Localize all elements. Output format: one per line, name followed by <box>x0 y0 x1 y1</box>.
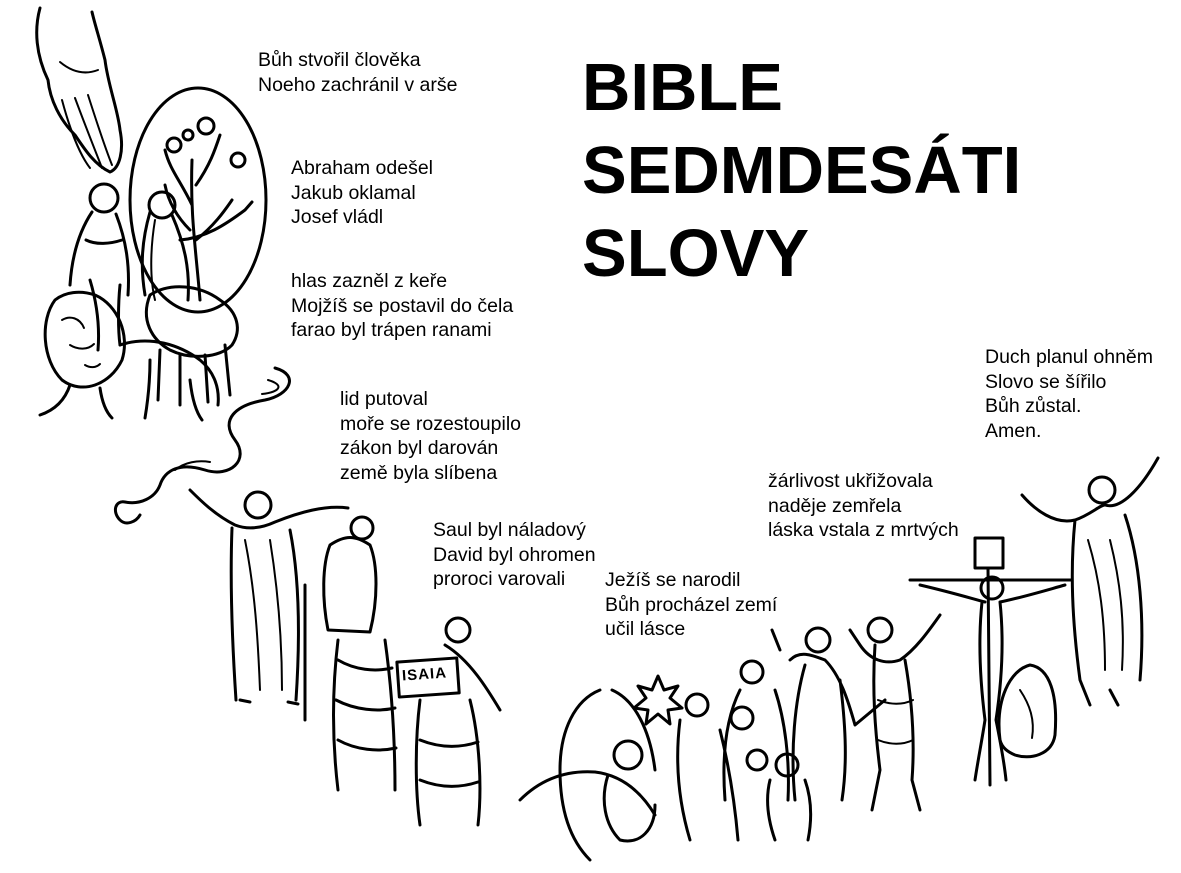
teacher-icon <box>770 626 887 802</box>
hand-of-god-icon <box>35 6 124 174</box>
stanza-line: Noeho zachránil v arše <box>258 73 458 96</box>
tree-icon <box>128 86 268 314</box>
stanza-line: Abraham odešel <box>291 157 434 179</box>
mary-child-icon <box>518 688 657 862</box>
stanza-line: moře se rozestoupilo <box>340 412 522 435</box>
title-line-1: BIBLE <box>582 50 783 125</box>
stanza-line: Ježíš se narodil <box>605 569 741 591</box>
stanza-line: země byla slíbena <box>340 461 498 484</box>
stanza-creation: Bůh stvořil člověka Noeho zachránil v ar… <box>258 48 457 97</box>
stanza-line: farao byl trápen ranami <box>291 319 492 342</box>
stanza-pentecost: Duch planul ohněm Slovo se šířilo Bůh zů… <box>985 345 1153 443</box>
stanza-line: Bůh zůstal. <box>985 395 1082 418</box>
stanza-patriarchs: Abraham odešel Jakub oklamal Josef vládl <box>291 156 433 230</box>
stanza-line: Josef vládl <box>291 206 384 229</box>
stanza-jesus: Ježíš se narodil Bůh procházel zemí učil… <box>605 568 777 642</box>
title-line-2: SEDMDESÁTI <box>582 133 1022 208</box>
risen-christ-icon <box>1020 456 1160 707</box>
crowd-icon <box>676 659 813 842</box>
crucifix-icon <box>908 536 1074 787</box>
stanza-line: Jakub oklamal <box>291 181 416 204</box>
stanza-line: Slovo se šířilo <box>985 370 1107 393</box>
lamb-icon <box>144 285 239 407</box>
adam-icon <box>68 182 130 352</box>
stanza-line: učil lásce <box>605 618 686 641</box>
title-line-3: SLOVY <box>582 216 810 291</box>
isaiah-icon <box>395 616 502 827</box>
stanza-wilderness: lid putoval moře se rozestoupilo zákon b… <box>340 387 521 485</box>
stanza-line: Amen. <box>985 419 1042 442</box>
star-icon <box>632 674 684 726</box>
soldier-icon <box>848 613 942 812</box>
stanza-kings: Saul byl náladový David byl ohromen pror… <box>433 518 596 592</box>
stanza-line: Bůh procházel zemí <box>605 593 778 616</box>
stanza-line: Bůh stvořil člověka <box>258 49 421 71</box>
isaia-scroll-label: ISAIA <box>401 664 448 685</box>
stanza-line: Mojžíš se postavil do čela <box>291 294 514 317</box>
stanza-line: zákon byl darován <box>340 437 499 460</box>
stanza-line: naděje zemřela <box>768 494 902 517</box>
stanza-line: Saul byl náladový <box>433 519 586 541</box>
serpent-icon <box>113 366 291 525</box>
page-title: BIBLE SEDMDESÁTI SLOVY <box>582 46 1021 295</box>
tablets-figure-icon <box>322 515 398 792</box>
mourner-icon <box>997 663 1058 759</box>
stanza-line: Duch planul ohněm <box>985 346 1154 368</box>
stanza-line: David byl ohromen <box>433 543 596 566</box>
stanza-line: proroci varovali <box>433 568 566 591</box>
stanza-line: láska vstala z mrtvých <box>768 519 959 542</box>
stanza-line: žárlivost ukřižovala <box>768 470 933 492</box>
stanza-passion: žárlivost ukřižovala naděje zemřela lásk… <box>768 469 959 543</box>
stanza-line: lid putoval <box>340 388 428 410</box>
moses-icon <box>188 488 350 722</box>
stanza-line: hlas zazněl z keře <box>291 270 448 292</box>
lion-icon <box>38 290 220 422</box>
stanza-exodus: hlas zazněl z keře Mojžíš se postavil do… <box>291 269 513 343</box>
